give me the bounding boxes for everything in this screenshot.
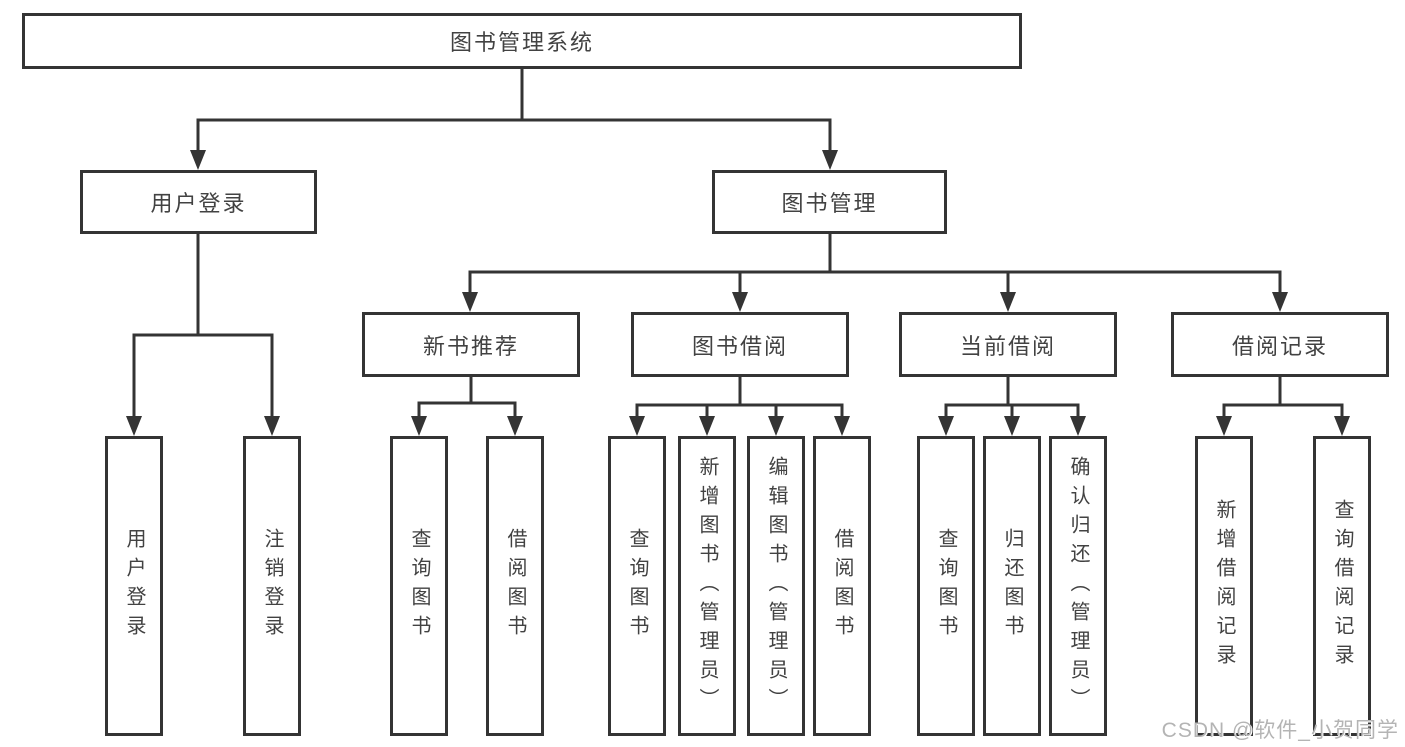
leaf-borrow-edit-books-admin-label: 编辑图书（管理员） <box>765 455 787 717</box>
arrow-to-current-borrow <box>1000 292 1016 312</box>
leaf-records-query-record-label: 查询借阅记录 <box>1331 499 1353 673</box>
leaf-current-query-books-label: 查询图书 <box>935 528 957 644</box>
leaf-user-login-label: 用户登录 <box>123 528 145 644</box>
leaf-logout-label: 注销登录 <box>261 528 283 644</box>
csdn-watermark: CSDN @软件_小贺同学 <box>1161 719 1399 742</box>
arrow-leaf-borrow-query <box>629 416 645 436</box>
arrow-leaf-current-return <box>1004 416 1020 436</box>
arrow-to-book-management <box>822 150 838 170</box>
node-root-label: 图书管理系统 <box>449 30 594 55</box>
arrowheads <box>126 150 1350 436</box>
arrow-leaf-recommend-query <box>411 416 427 436</box>
leaf-current-query-books: 查询图书 <box>917 436 975 736</box>
connector-book-borrow <box>635 375 844 420</box>
node-new-book-recommend: 新书推荐 <box>362 312 580 377</box>
arrow-to-user-login <box>190 150 206 170</box>
leaf-borrow-add-books-admin-label: 新增图书（管理员） <box>696 455 718 717</box>
arrow-leaf-user-login <box>126 416 142 436</box>
arrow-leaf-recommend-borrow <box>507 416 523 436</box>
leaf-records-add-record: 新增借阅记录 <box>1195 436 1253 736</box>
arrow-leaf-borrow-borrow <box>834 416 850 436</box>
connector-root <box>196 66 832 154</box>
node-root: 图书管理系统 <box>22 13 1022 69</box>
leaf-borrow-query-books: 查询图书 <box>608 436 666 736</box>
connector-user-login <box>132 231 274 420</box>
connector-new-book-recommend <box>417 375 517 420</box>
connector-book-management <box>468 232 1282 296</box>
connector-borrow-records <box>1222 375 1344 420</box>
arrow-leaf-logout <box>264 416 280 436</box>
leaf-borrow-add-books-admin: 新增图书（管理员） <box>678 436 736 736</box>
node-user-login: 用户登录 <box>80 170 317 234</box>
node-current-borrow-label: 当前借阅 <box>959 333 1056 359</box>
arrow-leaf-borrow-edit <box>768 416 784 436</box>
arrow-leaf-borrow-add <box>699 416 715 436</box>
arrow-to-borrow-records <box>1272 292 1288 312</box>
leaf-borrow-borrow-books-label: 借阅图书 <box>831 528 853 644</box>
leaf-recommend-query-books: 查询图书 <box>390 436 448 736</box>
node-book-management: 图书管理 <box>712 170 947 234</box>
node-user-login-label: 用户登录 <box>150 191 247 216</box>
node-borrow-records: 借阅记录 <box>1171 312 1389 377</box>
node-current-borrow: 当前借阅 <box>899 312 1117 377</box>
leaf-current-confirm-return-admin: 确认归还（管理员） <box>1049 436 1107 736</box>
arrow-to-book-borrow <box>732 292 748 312</box>
arrow-leaf-current-confirm <box>1070 416 1086 436</box>
leaf-recommend-borrow-books-label: 借阅图书 <box>504 528 526 644</box>
leaf-current-confirm-return-admin-label: 确认归还（管理员） <box>1067 455 1089 717</box>
arrow-leaf-current-query <box>938 416 954 436</box>
leaf-records-query-record: 查询借阅记录 <box>1313 436 1371 736</box>
leaf-borrow-query-books-label: 查询图书 <box>626 528 648 644</box>
arrow-leaf-records-add <box>1216 416 1232 436</box>
node-borrow-records-label: 借阅记录 <box>1231 333 1328 359</box>
leaf-borrow-edit-books-admin: 编辑图书（管理员） <box>747 436 805 736</box>
leaf-logout: 注销登录 <box>243 436 301 736</box>
leaf-recommend-query-books-label: 查询图书 <box>408 528 430 644</box>
arrow-to-new-book-recommend <box>462 292 478 312</box>
node-book-management-label: 图书管理 <box>781 191 878 216</box>
node-book-borrow-label: 图书借阅 <box>691 333 788 359</box>
leaf-records-add-record-label: 新增借阅记录 <box>1213 499 1235 673</box>
leaf-current-return-books: 归还图书 <box>983 436 1041 736</box>
node-book-borrow: 图书借阅 <box>631 312 849 377</box>
leaf-current-return-books-label: 归还图书 <box>1001 528 1023 644</box>
leaf-borrow-borrow-books: 借阅图书 <box>813 436 871 736</box>
node-new-book-recommend-label: 新书推荐 <box>422 333 519 359</box>
arrow-leaf-records-query <box>1334 416 1350 436</box>
connector-current-borrow <box>944 375 1080 420</box>
leaf-recommend-borrow-books: 借阅图书 <box>486 436 544 736</box>
leaf-user-login: 用户登录 <box>105 436 163 736</box>
